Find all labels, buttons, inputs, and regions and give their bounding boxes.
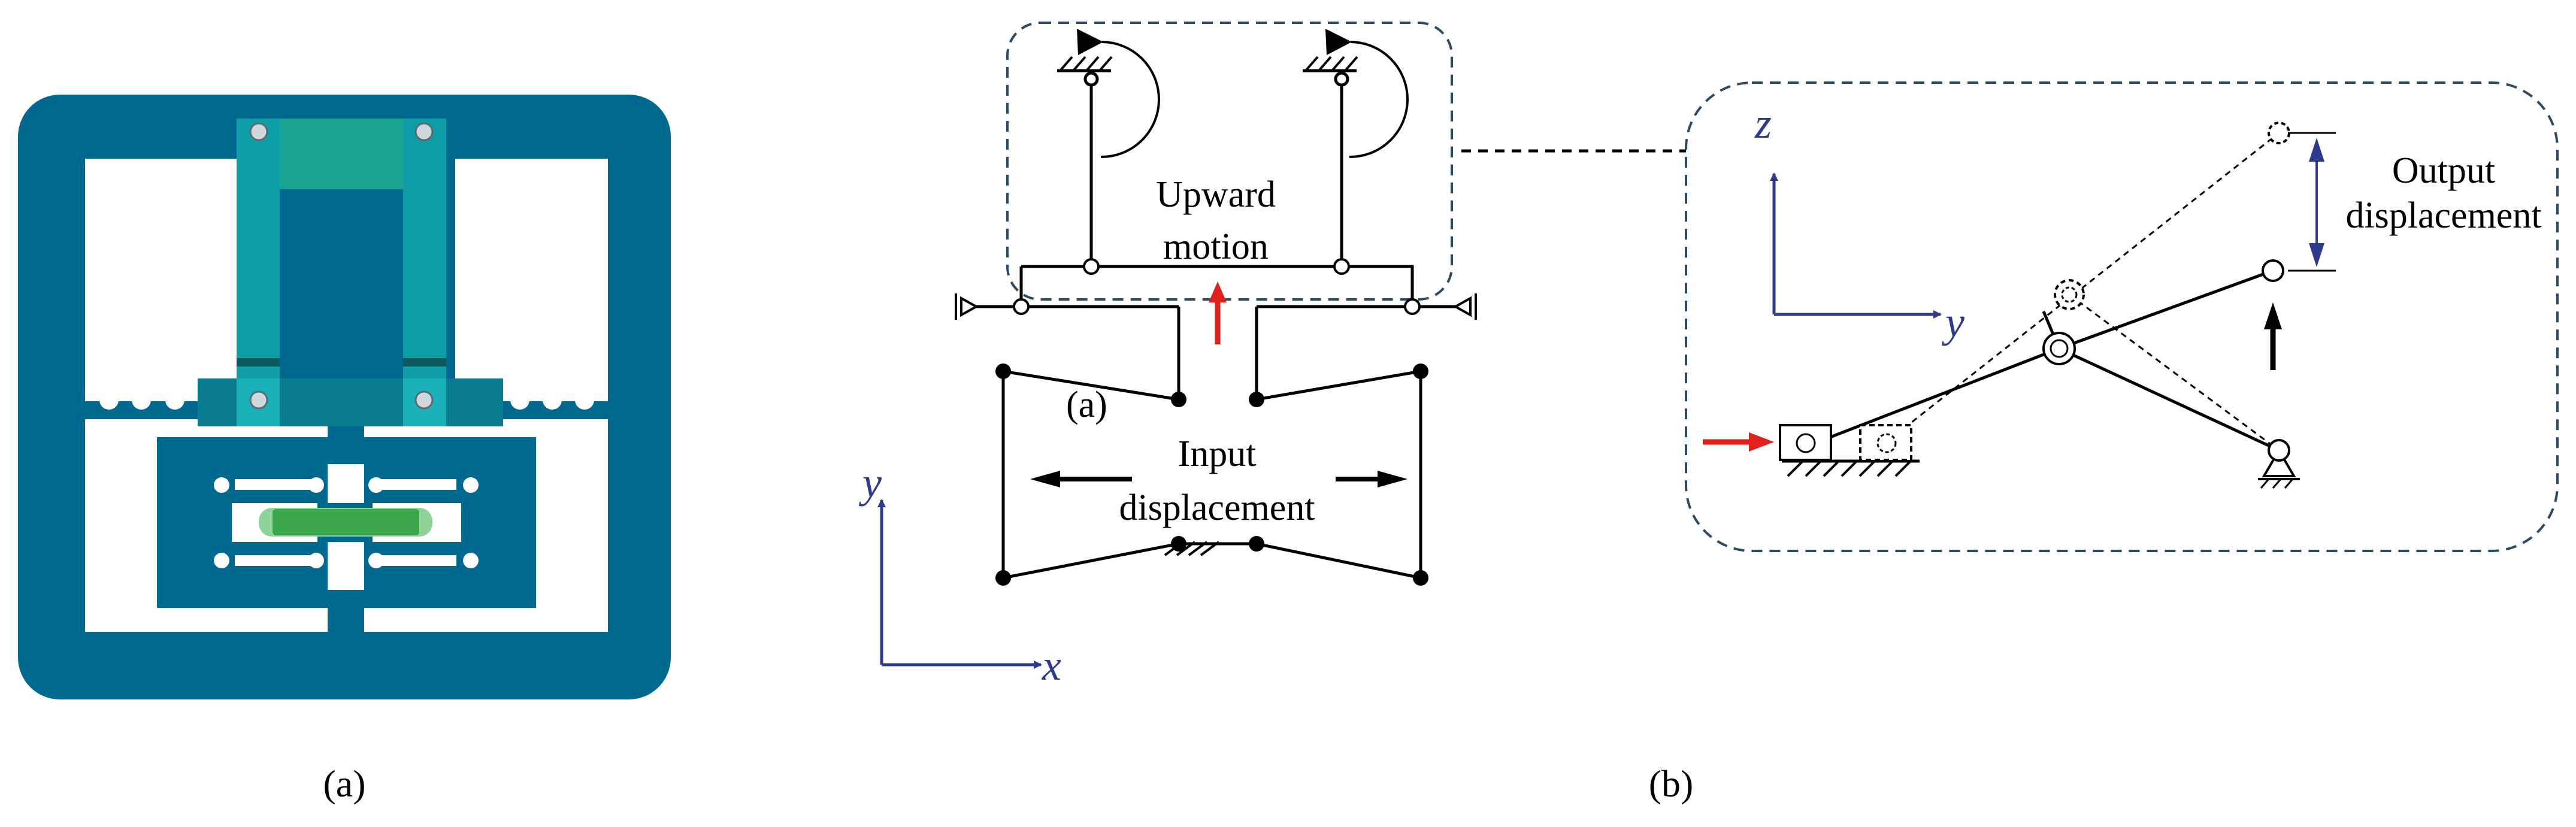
hinge-notches-left	[99, 390, 184, 410]
solid-joints	[995, 363, 1428, 586]
input-displacement-line1: Input	[1178, 434, 1257, 474]
panel-a-device	[18, 95, 671, 699]
piezo-actuator	[259, 508, 432, 537]
panel-b-caption: (b)	[1649, 762, 1694, 805]
upward-motion-line2: motion	[1163, 226, 1269, 267]
axis-y-label: y	[858, 459, 882, 507]
dashed-lever	[1886, 132, 2280, 452]
axis-x-label: x	[1042, 641, 1061, 689]
output-displacement-line2: displacement	[2345, 195, 2541, 236]
label-a: (a)	[1066, 384, 1107, 425]
output-joint	[2262, 259, 2284, 282]
bridge-arms	[198, 119, 503, 426]
solid-lever	[1811, 269, 2280, 452]
upper-left-window	[85, 159, 238, 389]
inset-input-arrow	[1703, 432, 1774, 452]
lower-hinges	[214, 477, 479, 568]
hinge-notches-right	[510, 390, 594, 410]
output-joint-displaced	[2268, 122, 2290, 144]
output-displacement-arrow	[2309, 138, 2324, 267]
panel-b-schematic	[955, 22, 1477, 586]
inset-box	[1685, 81, 2559, 552]
output-platform	[1021, 265, 1414, 307]
inset-axis-y-label: y	[1941, 298, 1964, 346]
inset-axis-z-label: z	[1754, 99, 1772, 147]
inset-zy-axes	[1770, 172, 1942, 319]
upper-right-window	[455, 159, 608, 389]
upward-force-arrow	[1209, 281, 1227, 344]
output-displacement-line1: Output	[2392, 150, 2495, 191]
xy-axes	[877, 499, 1042, 669]
inset-mechanism	[1685, 81, 2559, 552]
input-displacement-arrows	[1030, 471, 1407, 487]
highlight-box	[1006, 22, 1453, 301]
top-ground-right	[1303, 29, 1409, 159]
slider-ground-hatch	[1787, 460, 1912, 477]
upward-motion-line1: Upward	[1156, 174, 1276, 215]
inset-output-force-arrow	[2264, 302, 2282, 370]
panel-a-caption: (a)	[323, 762, 365, 805]
input-displacement-line2: displacement	[1119, 487, 1315, 528]
hollow-joints	[1013, 258, 1421, 315]
ground-pivot	[2262, 448, 2296, 477]
bolts	[249, 122, 434, 410]
top-ground-left	[1057, 29, 1160, 159]
